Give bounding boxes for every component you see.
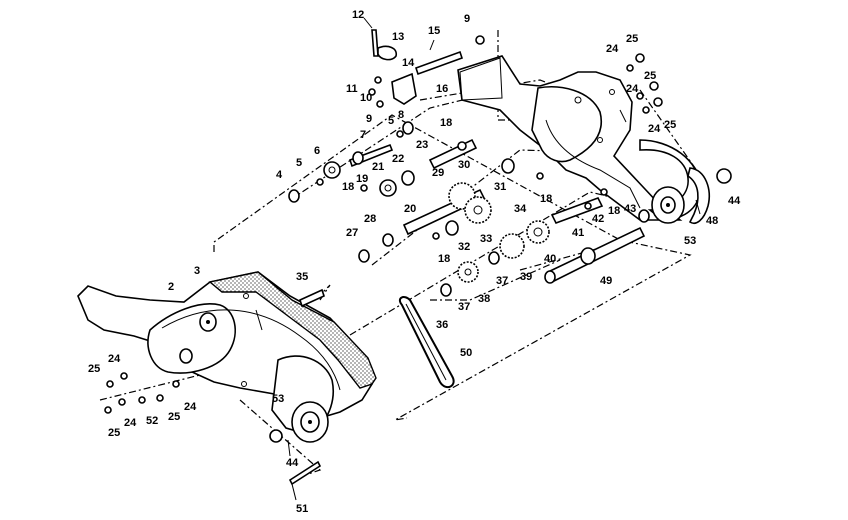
label-37: 37 bbox=[496, 275, 508, 287]
part-labels: 12 13 15 9 25 24 25 14 11 10 16 24 24 25… bbox=[88, 9, 741, 515]
label-44: 44 bbox=[286, 457, 299, 469]
label-52: 52 bbox=[146, 415, 158, 427]
label-35: 35 bbox=[296, 271, 308, 283]
label-29: 29 bbox=[432, 167, 444, 179]
label-24: 24 bbox=[606, 43, 619, 55]
label-15: 15 bbox=[428, 25, 440, 37]
label-9: 9 bbox=[464, 13, 470, 25]
label-24: 24 bbox=[184, 401, 197, 413]
label-2: 2 bbox=[168, 281, 174, 293]
label-43: 43 bbox=[624, 203, 636, 215]
label-25: 25 bbox=[644, 70, 656, 82]
label-19: 19 bbox=[356, 173, 368, 185]
label-49: 49 bbox=[600, 275, 612, 287]
label-11: 11 bbox=[346, 83, 358, 95]
label-38: 38 bbox=[478, 293, 490, 305]
label-18: 18 bbox=[608, 205, 620, 217]
label-18: 18 bbox=[438, 253, 450, 265]
label-40: 40 bbox=[544, 253, 556, 265]
label-7: 7 bbox=[360, 129, 366, 141]
label-31: 31 bbox=[494, 181, 506, 193]
label-24: 24 bbox=[108, 353, 121, 365]
label-41: 41 bbox=[572, 227, 584, 239]
label-39: 39 bbox=[520, 271, 532, 283]
label-14: 14 bbox=[402, 57, 415, 69]
label-48: 48 bbox=[706, 215, 718, 227]
label-18: 18 bbox=[342, 181, 354, 193]
label-24: 24 bbox=[648, 123, 661, 135]
label-25: 25 bbox=[88, 363, 100, 375]
left-housing bbox=[77, 271, 377, 443]
label-53: 53 bbox=[272, 393, 284, 405]
label-25: 25 bbox=[108, 427, 120, 439]
right-housing bbox=[457, 55, 710, 224]
label-27: 27 bbox=[346, 227, 358, 239]
label-24: 24 bbox=[626, 83, 639, 95]
label-42: 42 bbox=[592, 213, 604, 225]
belt-50 bbox=[398, 296, 455, 389]
label-18: 18 bbox=[440, 117, 452, 129]
leader-lines bbox=[287, 17, 701, 501]
label-3: 3 bbox=[194, 265, 200, 277]
label-16: 16 bbox=[436, 83, 448, 95]
label-28: 28 bbox=[364, 213, 376, 225]
label-33: 33 bbox=[480, 233, 492, 245]
label-23: 23 bbox=[416, 139, 428, 151]
label-25: 25 bbox=[664, 119, 676, 131]
label-13: 13 bbox=[392, 31, 404, 43]
label-20: 20 bbox=[404, 203, 416, 215]
label-24: 24 bbox=[124, 417, 137, 429]
label-50: 50 bbox=[460, 347, 472, 359]
small-parts bbox=[104, 35, 732, 443]
label-34: 34 bbox=[514, 203, 527, 215]
label-10: 10 bbox=[360, 92, 372, 104]
label-18: 18 bbox=[540, 193, 552, 205]
label-44: 44 bbox=[728, 195, 741, 207]
label-8: 8 bbox=[398, 109, 404, 121]
label-25: 25 bbox=[168, 411, 180, 423]
label-22: 22 bbox=[392, 153, 404, 165]
label-12: 12 bbox=[352, 9, 364, 21]
label-5: 5 bbox=[296, 157, 302, 169]
label-6: 6 bbox=[314, 145, 320, 157]
label-37: 37 bbox=[458, 301, 470, 313]
label-21: 21 bbox=[372, 161, 384, 173]
label-25: 25 bbox=[626, 33, 638, 45]
label-30: 30 bbox=[458, 159, 470, 171]
label-36: 36 bbox=[436, 319, 448, 331]
label-9: 9 bbox=[366, 113, 372, 125]
label-5: 5 bbox=[388, 115, 394, 127]
label-32: 32 bbox=[458, 241, 470, 253]
label-53: 53 bbox=[684, 235, 696, 247]
label-4: 4 bbox=[276, 169, 283, 181]
label-51: 51 bbox=[296, 503, 308, 515]
